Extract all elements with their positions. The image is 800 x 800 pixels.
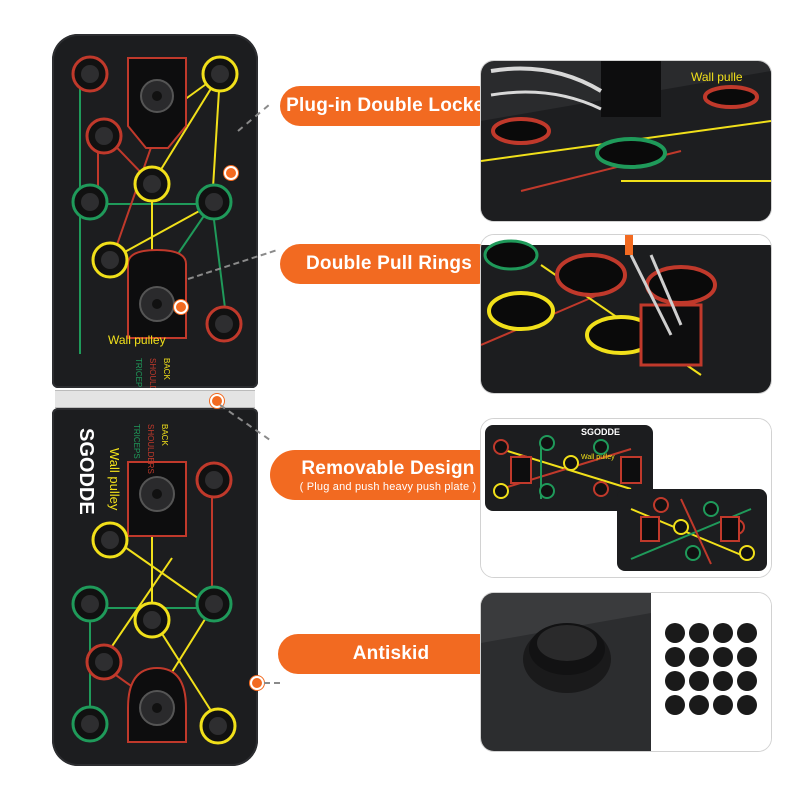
photo-antiskid [480, 592, 772, 752]
locker-photo-label: Wall pulle [691, 70, 743, 84]
board-top-graphic: Wall pulley TRICEPS SHOULDERS BACK [71, 55, 243, 388]
back-label-bottom: BACK [160, 424, 169, 446]
feature-pill-locker: Plug-in Double Locker [280, 86, 498, 126]
back-label-top: BACK [162, 358, 171, 380]
callout-leader-4 [264, 682, 280, 684]
removable-photo-graphic: SGODDE Wall pulley [481, 419, 771, 577]
antiskid-photo-graphic [481, 593, 771, 751]
shoulders-label-top: SHOULDERS [148, 358, 157, 388]
photo-removable-design: SGODDE Wall pulley [480, 418, 772, 578]
pushup-board-bottom: SGODDE Wall pulley TRICEPS SHOULDERS BAC… [52, 408, 258, 766]
callout-dot-4 [250, 676, 264, 690]
feature-pill-antiskid: Antiskid [278, 634, 504, 674]
pushup-board-top: Wall pulley TRICEPS SHOULDERS BACK [52, 34, 258, 388]
triceps-label-bottom: TRICEPS [132, 424, 141, 459]
feature-title-locker: Plug-in Double Locker [286, 95, 492, 116]
locker-photo-graphic: Wall pulle [481, 61, 771, 221]
feature-pill-pull-rings: Double Pull Rings [280, 244, 498, 284]
photo-double-locker: Wall pulle [480, 60, 772, 222]
triceps-label-top: TRICEPS [134, 358, 143, 388]
pull-rings-photo-graphic [481, 235, 771, 393]
feature-title-removable: Removable Design [301, 457, 475, 479]
removable-photo-wall-pulley: Wall pulley [581, 454, 615, 461]
board-hinge [55, 390, 255, 408]
removable-photo-logo: SGODDE [581, 427, 620, 437]
feature-pill-removable: Removable Design ( Plug and push heavy p… [270, 450, 506, 500]
feature-title-antiskid: Antiskid [352, 643, 430, 664]
callout-dot-1 [224, 166, 238, 180]
wall-pulley-label-top: Wall pulley [108, 333, 166, 347]
callout-dot-2 [174, 300, 188, 314]
board-bottom-graphic: SGODDE Wall pulley TRICEPS SHOULDERS BAC… [71, 424, 237, 745]
feature-subtitle-removable: ( Plug and push heavy push plate ) [299, 480, 477, 493]
brand-logo: SGODDE [75, 428, 97, 515]
feature-title-pull-rings: Double Pull Rings [306, 253, 472, 274]
photo-pull-rings [480, 234, 772, 394]
shoulders-label-bottom: SHOULDERS [146, 424, 155, 474]
wall-pulley-label-bottom: Wall pulley [107, 448, 122, 511]
callout-dot-3 [210, 394, 224, 408]
